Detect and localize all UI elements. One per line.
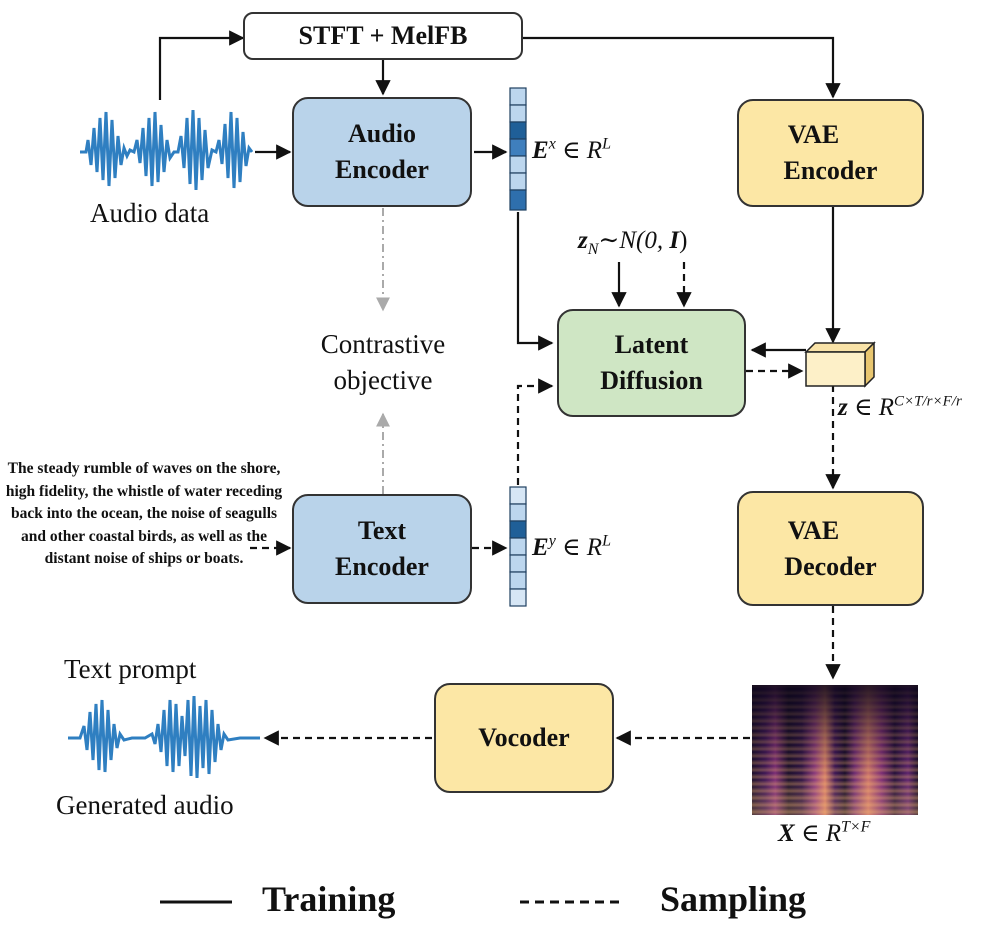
latent-cube-icon	[804, 341, 876, 388]
ex-math-label: Ex ∈ RL	[532, 135, 611, 164]
generated-waveform-icon	[68, 695, 260, 779]
vae-encoder-label-2: Encoder	[783, 156, 878, 185]
text-prompt-content: The steady rumble of waves on the shore,…	[5, 460, 283, 567]
embedding-ey	[509, 486, 527, 607]
vocoder-label: Vocoder	[478, 723, 570, 752]
spectrogram-image	[752, 685, 918, 815]
embedding-ex	[509, 87, 527, 211]
generated-audio-label: Generated audio	[56, 790, 234, 820]
vae-encoder-label-1: VAE	[787, 120, 840, 149]
text-encoder-label-2: Encoder	[335, 552, 429, 581]
audio-data-label: Audio data	[90, 198, 210, 228]
arrow-stft-to-vae-encoder	[520, 36, 841, 99]
legend-training-label: Training	[262, 879, 396, 919]
arrow-audio-to-stft	[158, 30, 245, 100]
arrow-ex-to-diffusion	[516, 212, 554, 351]
stft-melfb-box: STFT + MelFB	[243, 12, 523, 60]
latent-diffusion-label-2: Diffusion	[600, 366, 703, 395]
vae-encoder-box: VAE Encoder	[737, 99, 924, 207]
vae-decoder-box: VAE Decoder	[737, 491, 924, 606]
arrow-ey-to-diffusion	[516, 378, 554, 485]
text-encoder-label-1: Text	[357, 516, 407, 545]
vae-decoder-label-2: Decoder	[784, 551, 877, 581]
stft-label: STFT + MelFB	[298, 21, 468, 50]
contrastive-line-2: objective	[333, 365, 433, 395]
z-math-label: z ∈ RC×T/r×F/r	[838, 393, 962, 421]
audio-encoder-box: Audio Encoder	[292, 97, 472, 207]
audio-encoder-label-2: Encoder	[335, 155, 429, 184]
x-math-label: X ∈ RT×F	[778, 818, 871, 847]
legend-sampling-label: Sampling	[660, 879, 807, 919]
text-prompt-label: Text prompt	[64, 654, 197, 684]
vae-decoder-label-1: VAE	[787, 515, 840, 545]
audio-waveform-icon	[80, 109, 254, 191]
latent-diffusion-box: Latent Diffusion	[557, 309, 746, 417]
contrastive-objective-label: Contrastive objective	[300, 326, 466, 398]
audio-encoder-label-1: Audio	[348, 119, 416, 148]
text-encoder-box: Text Encoder	[292, 494, 472, 604]
vocoder-box: Vocoder	[434, 683, 614, 793]
ey-math-label: Ey ∈ RL	[532, 532, 611, 561]
contrastive-line-1: Contrastive	[320, 329, 446, 359]
latent-diffusion-label-1: Latent	[614, 330, 689, 359]
zn-math-label: zN∼N(0, I)	[578, 227, 688, 258]
